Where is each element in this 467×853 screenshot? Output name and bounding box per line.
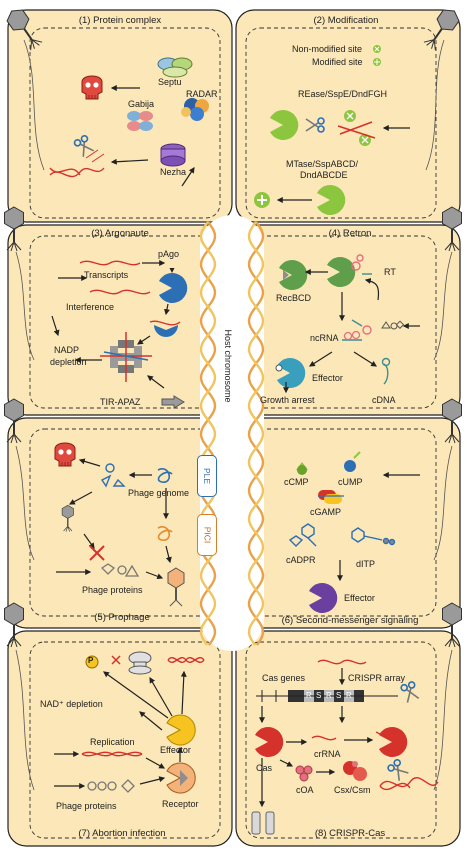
nad-depletion-label: NAD⁺ depletion — [40, 699, 103, 709]
panel-3-art — [51, 260, 188, 409]
panel-6-art — [288, 451, 420, 613]
effector-label: Effector — [160, 745, 191, 755]
inner-dashed-borders — [29, 27, 437, 839]
transcripts-label: Transcripts — [84, 270, 129, 280]
growth-arrest-label: Growth arrest — [260, 395, 315, 405]
panel-2-art — [254, 45, 410, 215]
rt-label: RT — [384, 267, 396, 277]
phage-dna-injection-lines — [15, 39, 453, 791]
mtase-label-line-2: DndABCDE — [300, 170, 348, 180]
cleaved-dna-icon — [49, 149, 105, 178]
panel-7-title: (7) Abortion infection — [78, 828, 166, 839]
repeat-r-2: R — [326, 691, 332, 700]
septu-complex-icon — [157, 57, 193, 78]
panel-1-art — [49, 57, 209, 187]
phosphate-mark: P — [88, 656, 94, 665]
cadpr-molecule-icon — [288, 523, 317, 547]
tiny-shapes-icon — [381, 320, 405, 330]
protein-shapes-icon — [100, 463, 126, 488]
pici-tag: PICI — [197, 514, 217, 556]
panel-6-title: (6) Second-messenger signaling — [281, 615, 419, 626]
spacer-s-1: S — [316, 691, 322, 700]
cgamp-label: cGAMP — [310, 507, 342, 517]
phage-proteins-label: Phage proteins — [82, 585, 143, 595]
assembled-phage-icon — [167, 567, 185, 607]
crispr-array-icon — [256, 690, 398, 702]
rease-label: REase/SspE/DndFGH — [298, 89, 388, 99]
panel-4-title: (4) Retron — [328, 228, 372, 239]
ncrna-complex-icon — [342, 330, 362, 341]
panel-8-title: (8) CRISPR-Cas — [314, 828, 386, 839]
panel-5-title: (5) Prophage — [94, 612, 150, 623]
gabija-label: Gabija — [128, 99, 155, 109]
dna-helix-icon — [167, 657, 205, 663]
coa-label: cOA — [296, 785, 314, 795]
pici-genome-icon — [157, 526, 173, 541]
cdna-label: cDNA — [372, 395, 396, 405]
cump-molecule-icon — [344, 451, 361, 472]
panel-2-title: (2) Modification — [313, 15, 379, 26]
radar-complex-icon — [181, 98, 209, 121]
tir-apaz-label: TIR-APAZ — [100, 397, 141, 407]
phage-genome-icon — [157, 468, 173, 483]
coa-molecule-icon — [295, 765, 313, 782]
tir-apaz-complex-icon — [100, 332, 152, 382]
ditp-molecule-icon — [351, 527, 396, 546]
ple-tag: PLE — [197, 455, 217, 497]
cas-genes-label: Cas genes — [262, 673, 306, 683]
nezha-label: Nezha — [160, 167, 187, 177]
crrna-label: crRNA — [314, 749, 341, 759]
panel-5-art — [54, 442, 185, 607]
csx-csm-complex-icon — [343, 761, 367, 781]
cadpr-label: cADPR — [286, 555, 316, 565]
effector-label: Effector — [344, 593, 375, 603]
cas-label: Cas — [256, 763, 273, 773]
cump-label: cUMP — [338, 477, 363, 487]
pore-complex-icon — [128, 651, 152, 675]
radar-label: RADAR — [186, 89, 218, 99]
ditp-label: dITP — [356, 559, 376, 569]
pago-label: pAgo — [158, 249, 180, 259]
replication-label: Replication — [90, 737, 135, 747]
modified-site-icons — [337, 110, 376, 146]
nadp-depletion-label: depletion — [50, 357, 87, 367]
phage-proteins-icon — [87, 779, 135, 793]
repeat-r-3: R — [346, 691, 352, 700]
ccmp-label: cCMP — [284, 477, 309, 487]
panel-4-art — [275, 254, 420, 394]
mtase-label-line-1: MTase/SspABCD/ — [286, 159, 359, 169]
effector-label: Effector — [312, 373, 343, 383]
cut-icon — [111, 655, 121, 665]
legend-modified-label: Modified site — [312, 57, 363, 67]
ccmp-molecule-icon — [296, 462, 308, 475]
repeat-r-1: R — [306, 691, 312, 700]
recbcd-label: RecBCD — [276, 293, 312, 303]
ncrna-label: ncRNA — [310, 333, 339, 343]
pore-icon — [251, 811, 275, 835]
cgamp-molecule-icon — [318, 490, 344, 504]
spacer-s-2: S — [336, 691, 342, 700]
host-chromosome-helix — [199, 221, 265, 646]
receptor-label: Receptor — [162, 799, 199, 809]
host-chromosome-label: Host chromosome — [223, 329, 233, 403]
septu-label: Septu — [158, 77, 182, 87]
nezha-complex-icon — [160, 143, 186, 167]
legend-non-modified-label: Non-modified site — [292, 44, 363, 54]
panel-1-title: (1) Protein complex — [78, 15, 162, 26]
crispr-array-label: CRISPR array — [348, 673, 406, 683]
interference-label: Interference — [66, 302, 115, 312]
csx-csm-label: Csx/Csm — [334, 785, 371, 795]
panel-3-title: (3) Argonaute — [91, 228, 149, 239]
panel-8-art — [251, 659, 439, 835]
phage-genome-label: Phage genome — [128, 488, 190, 498]
gabija-complex-icon — [127, 111, 153, 131]
phage-proteins-label: Phage proteins — [56, 801, 117, 811]
phage-proteins-icon — [100, 563, 140, 577]
panel-7-art — [54, 651, 205, 794]
nadp-label: NADP — [54, 345, 80, 355]
